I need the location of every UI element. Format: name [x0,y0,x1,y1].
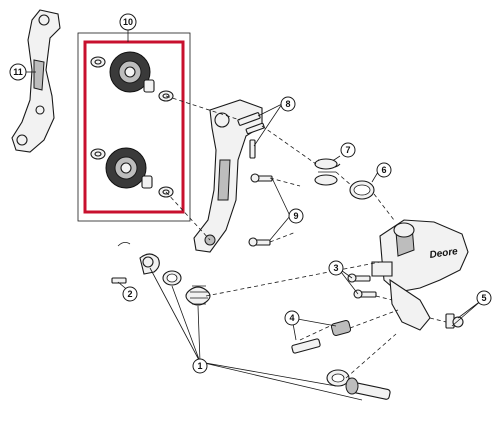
callout-4-label: 4 [289,313,294,323]
tension-spring [314,158,341,186]
callout-8-label: 8 [285,99,290,109]
lower-pulley [90,147,174,198]
cage-ring [349,180,375,200]
callout-4: 4 [284,310,300,326]
callout-11: 11 [9,63,27,81]
callout-6-label: 6 [381,165,386,175]
upper-pulley [90,51,174,102]
derailleur-brand-label: Deore [429,246,459,261]
callout-9: 9 [288,208,304,224]
cable-adjuster [291,320,352,354]
derailleur-body: Deore [371,219,469,331]
callout-6: 6 [376,162,392,178]
callout-10: 10 [119,13,137,31]
callout-11-label: 11 [13,67,23,77]
inner-cage-plate [11,9,61,153]
assembly-lines [165,95,447,379]
axle-assembly [111,242,391,400]
callout-2-label: 2 [127,289,132,299]
callout-5: 5 [476,290,492,306]
callout-1-label: 1 [197,361,202,371]
pulley-highlight-box [83,40,185,214]
callout-1: 1 [192,358,208,374]
callout-10-label: 10 [123,17,133,27]
callout-5-label: 5 [481,293,486,303]
b-tension-screw [445,313,464,329]
callout-8: 8 [280,96,296,112]
cage-screws [248,173,273,247]
callout-9-label: 9 [293,211,298,221]
callout-2: 2 [122,286,138,302]
callout-3: 3 [328,260,344,276]
callout-7-label: 7 [345,145,350,155]
callout-3-label: 3 [333,263,338,273]
pulley-group-frame [77,32,191,222]
callout-7: 7 [340,142,356,158]
